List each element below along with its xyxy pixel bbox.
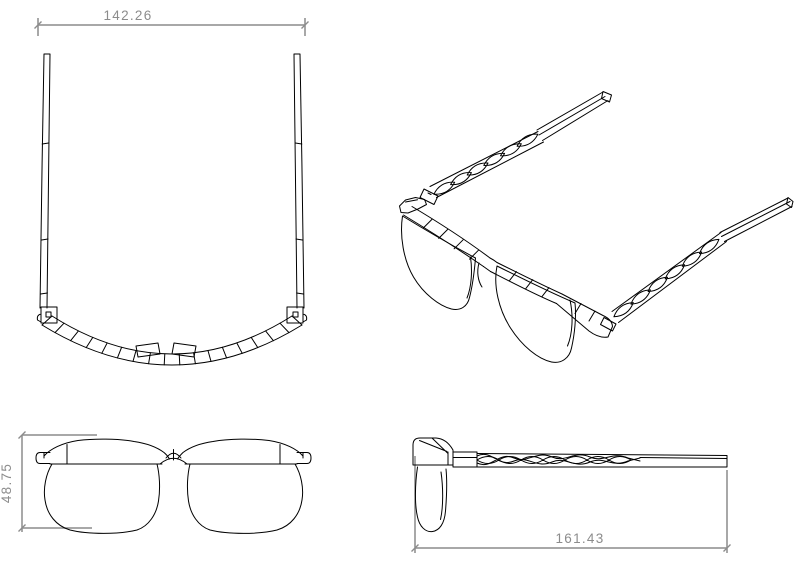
endpiece-left-cap (399, 197, 427, 214)
right-lens (495, 265, 577, 363)
right-temple-top-view (286, 53, 308, 324)
frame-front-iso (399, 197, 617, 363)
hinge-cluster (419, 188, 439, 205)
right-temple-iso (611, 197, 794, 323)
left-temple-top-view (36, 53, 58, 324)
endpiece-block (412, 437, 454, 466)
front-view-height-dimension: 48.75 (0, 431, 97, 532)
dimension-tick (411, 544, 731, 552)
braid-boundaries (611, 232, 727, 323)
side-view: 161.43 (411, 437, 731, 553)
brow-top-edge (43, 438, 304, 460)
front-view: 48.75 (0, 431, 312, 534)
extension-line (22, 434, 97, 529)
lens-profile (414, 466, 448, 533)
temple-side (476, 453, 728, 468)
isometric-view (399, 91, 794, 363)
side-view-length-dimension: 161.43 (411, 456, 731, 553)
band-end-edges (41, 315, 303, 326)
band-outer-curve (41, 324, 303, 366)
front-height-dimension-value: 48.75 (0, 463, 14, 503)
hinge-cluster-right (600, 317, 617, 332)
dimension-tick (18, 431, 26, 532)
band-segment-lines (54, 322, 290, 366)
temple-joint-lines (40, 142, 50, 295)
temple-outline (39, 53, 51, 309)
endpiece-right (556, 293, 613, 338)
right-lens (186, 463, 304, 534)
temple-tip-cap (786, 197, 794, 208)
braid-boundaries (429, 131, 544, 198)
brow-left-facets (422, 218, 479, 260)
nose-bridge (477, 257, 498, 288)
frame-side-profile (412, 437, 478, 533)
brow-right-facets (509, 271, 550, 298)
temple-bar (536, 91, 609, 141)
temple-joint-lines (294, 142, 304, 295)
brow-left (403, 206, 491, 267)
top-view: 142.26 (34, 8, 309, 366)
dimension-tick (34, 21, 309, 29)
endpiece-lines (66, 444, 281, 465)
braid-twist (433, 133, 539, 195)
left-lens (401, 215, 476, 310)
temple-tip-left (35, 452, 51, 464)
bridge-detail (159, 449, 188, 465)
top-width-dimension-value: 142.26 (103, 8, 152, 23)
frame-front (35, 438, 312, 534)
frame-front-band (41, 315, 303, 366)
temple-outline (476, 453, 728, 468)
side-length-dimension-value: 161.43 (555, 531, 604, 546)
hinge (286, 306, 308, 324)
extension-line (414, 456, 728, 553)
hinge-block (452, 451, 478, 468)
temple-tip-right (296, 452, 312, 464)
top-view-width-dimension: 142.26 (34, 8, 309, 36)
left-lens (43, 463, 161, 534)
temple-bar (719, 197, 793, 242)
extension-line (37, 18, 306, 36)
braid-twist (476, 456, 632, 464)
left-temple-iso (419, 91, 612, 205)
temple-tip-cap (601, 91, 612, 103)
bridge-pads (135, 342, 197, 358)
braid-twist (613, 238, 720, 318)
brow-right (490, 262, 563, 304)
temple-outline (293, 53, 305, 309)
